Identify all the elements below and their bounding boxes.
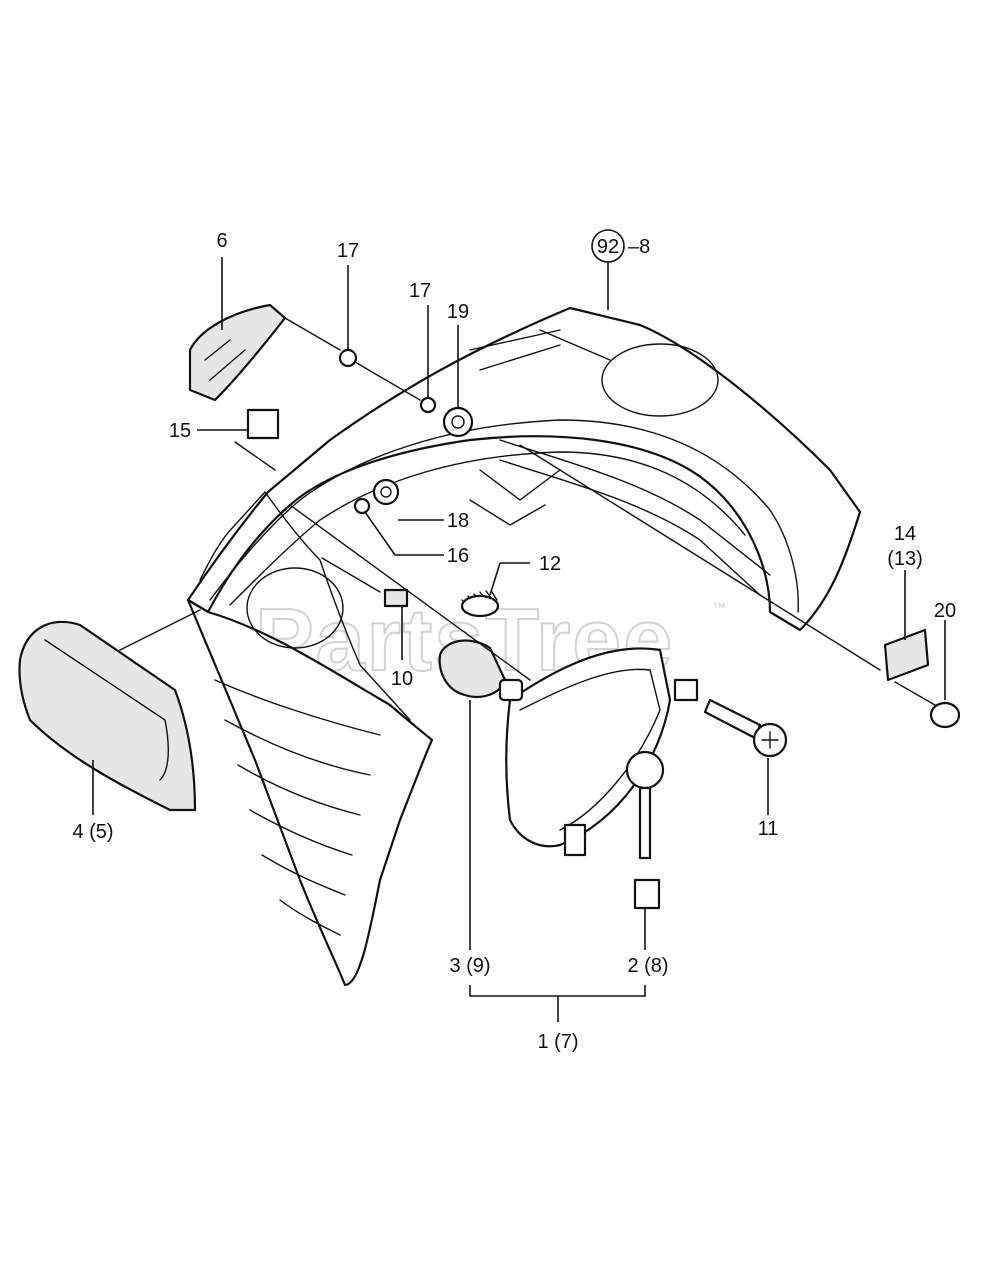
callout-92-circle xyxy=(591,229,625,263)
callout-2: 2 (8) xyxy=(627,955,668,977)
screw-11 xyxy=(703,698,788,758)
washer-17b xyxy=(419,396,437,414)
callout-92: 92 xyxy=(597,236,619,258)
callout-3: 3 (9) xyxy=(449,955,490,977)
callout-6: 6 xyxy=(216,230,227,252)
plate-14 xyxy=(883,628,930,682)
clip-15 xyxy=(246,408,280,440)
callout-16: 16 xyxy=(447,545,469,567)
headlight-housing-1 xyxy=(505,647,699,857)
washer-20 xyxy=(929,701,961,729)
leader-lines xyxy=(92,257,946,1022)
callout-18: 18 xyxy=(447,510,469,532)
spring-12 xyxy=(460,590,500,618)
washer-16 xyxy=(353,497,371,515)
headlight-lens-4 xyxy=(18,620,197,812)
watermark-trademark: ™ xyxy=(712,599,726,615)
callout-17b: 17 xyxy=(409,280,431,302)
callout-10: 10 xyxy=(391,668,413,690)
callout-1: 1 (7) xyxy=(537,1031,578,1053)
callout-19: 19 xyxy=(447,301,469,323)
side-lens-6 xyxy=(188,303,287,402)
block-10 xyxy=(383,588,409,608)
bulb-3 xyxy=(438,639,524,702)
grommet-18 xyxy=(372,478,400,506)
washer-17a xyxy=(338,348,358,368)
callout-15: 15 xyxy=(169,420,191,442)
callout-4: 4 (5) xyxy=(72,821,113,843)
hood-body xyxy=(186,306,862,987)
grommet-19 xyxy=(442,406,474,438)
callout-20: 20 xyxy=(934,600,956,622)
callout-11: 11 xyxy=(758,818,779,840)
callout-13: (13) xyxy=(887,548,923,570)
callout-92-suffix: –8 xyxy=(628,236,650,258)
callout-14: 14 xyxy=(894,523,916,545)
callout-12: 12 xyxy=(539,553,561,575)
socket-2 xyxy=(625,750,665,910)
callout-17a: 17 xyxy=(337,240,359,262)
callout-labels: 6 17 17 19 92 –8 15 18 16 12 14 (13) 20 … xyxy=(72,230,956,1053)
